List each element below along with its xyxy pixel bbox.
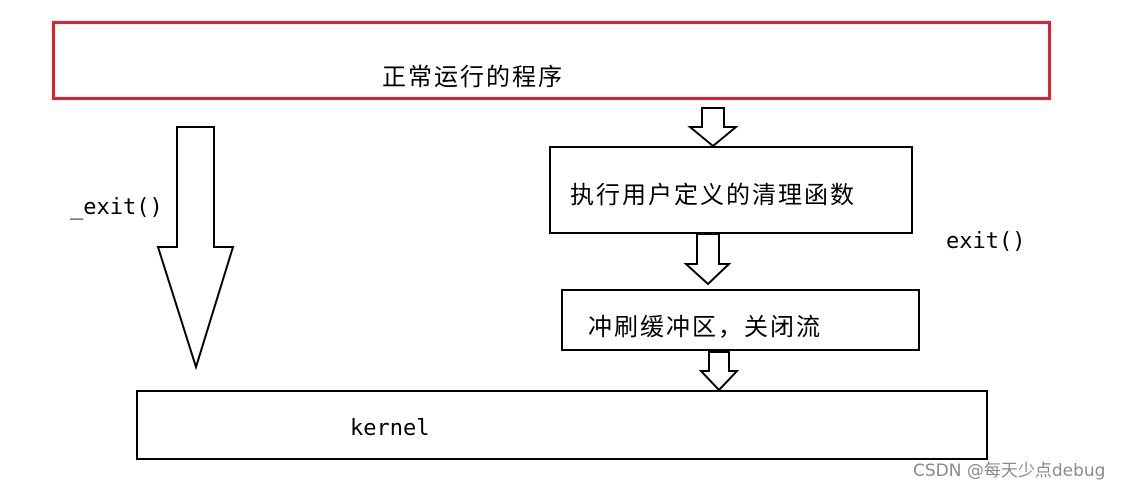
arrow-flush-to-kernel <box>698 351 740 392</box>
arrow-cleanup-to-flush <box>683 233 732 286</box>
watermark-text: CSDN @每天少点debug <box>913 461 1106 481</box>
cleanup-box <box>549 146 913 234</box>
flush-label: 冲刷缓冲区，关闭流 <box>588 313 822 341</box>
program-label: 正常运行的程序 <box>382 63 564 91</box>
cleanup-label: 执行用户定义的清理函数 <box>570 181 856 209</box>
flush-box <box>561 289 920 351</box>
exit-direct-arrow <box>156 126 235 371</box>
arrow-program-to-cleanup <box>687 107 739 148</box>
exit-library-label: exit() <box>946 229 1026 254</box>
exit-direct-label: _exit() <box>70 195 163 220</box>
kernel-box <box>136 390 988 460</box>
program-box <box>52 21 1051 100</box>
kernel-label: kernel <box>350 416 430 441</box>
